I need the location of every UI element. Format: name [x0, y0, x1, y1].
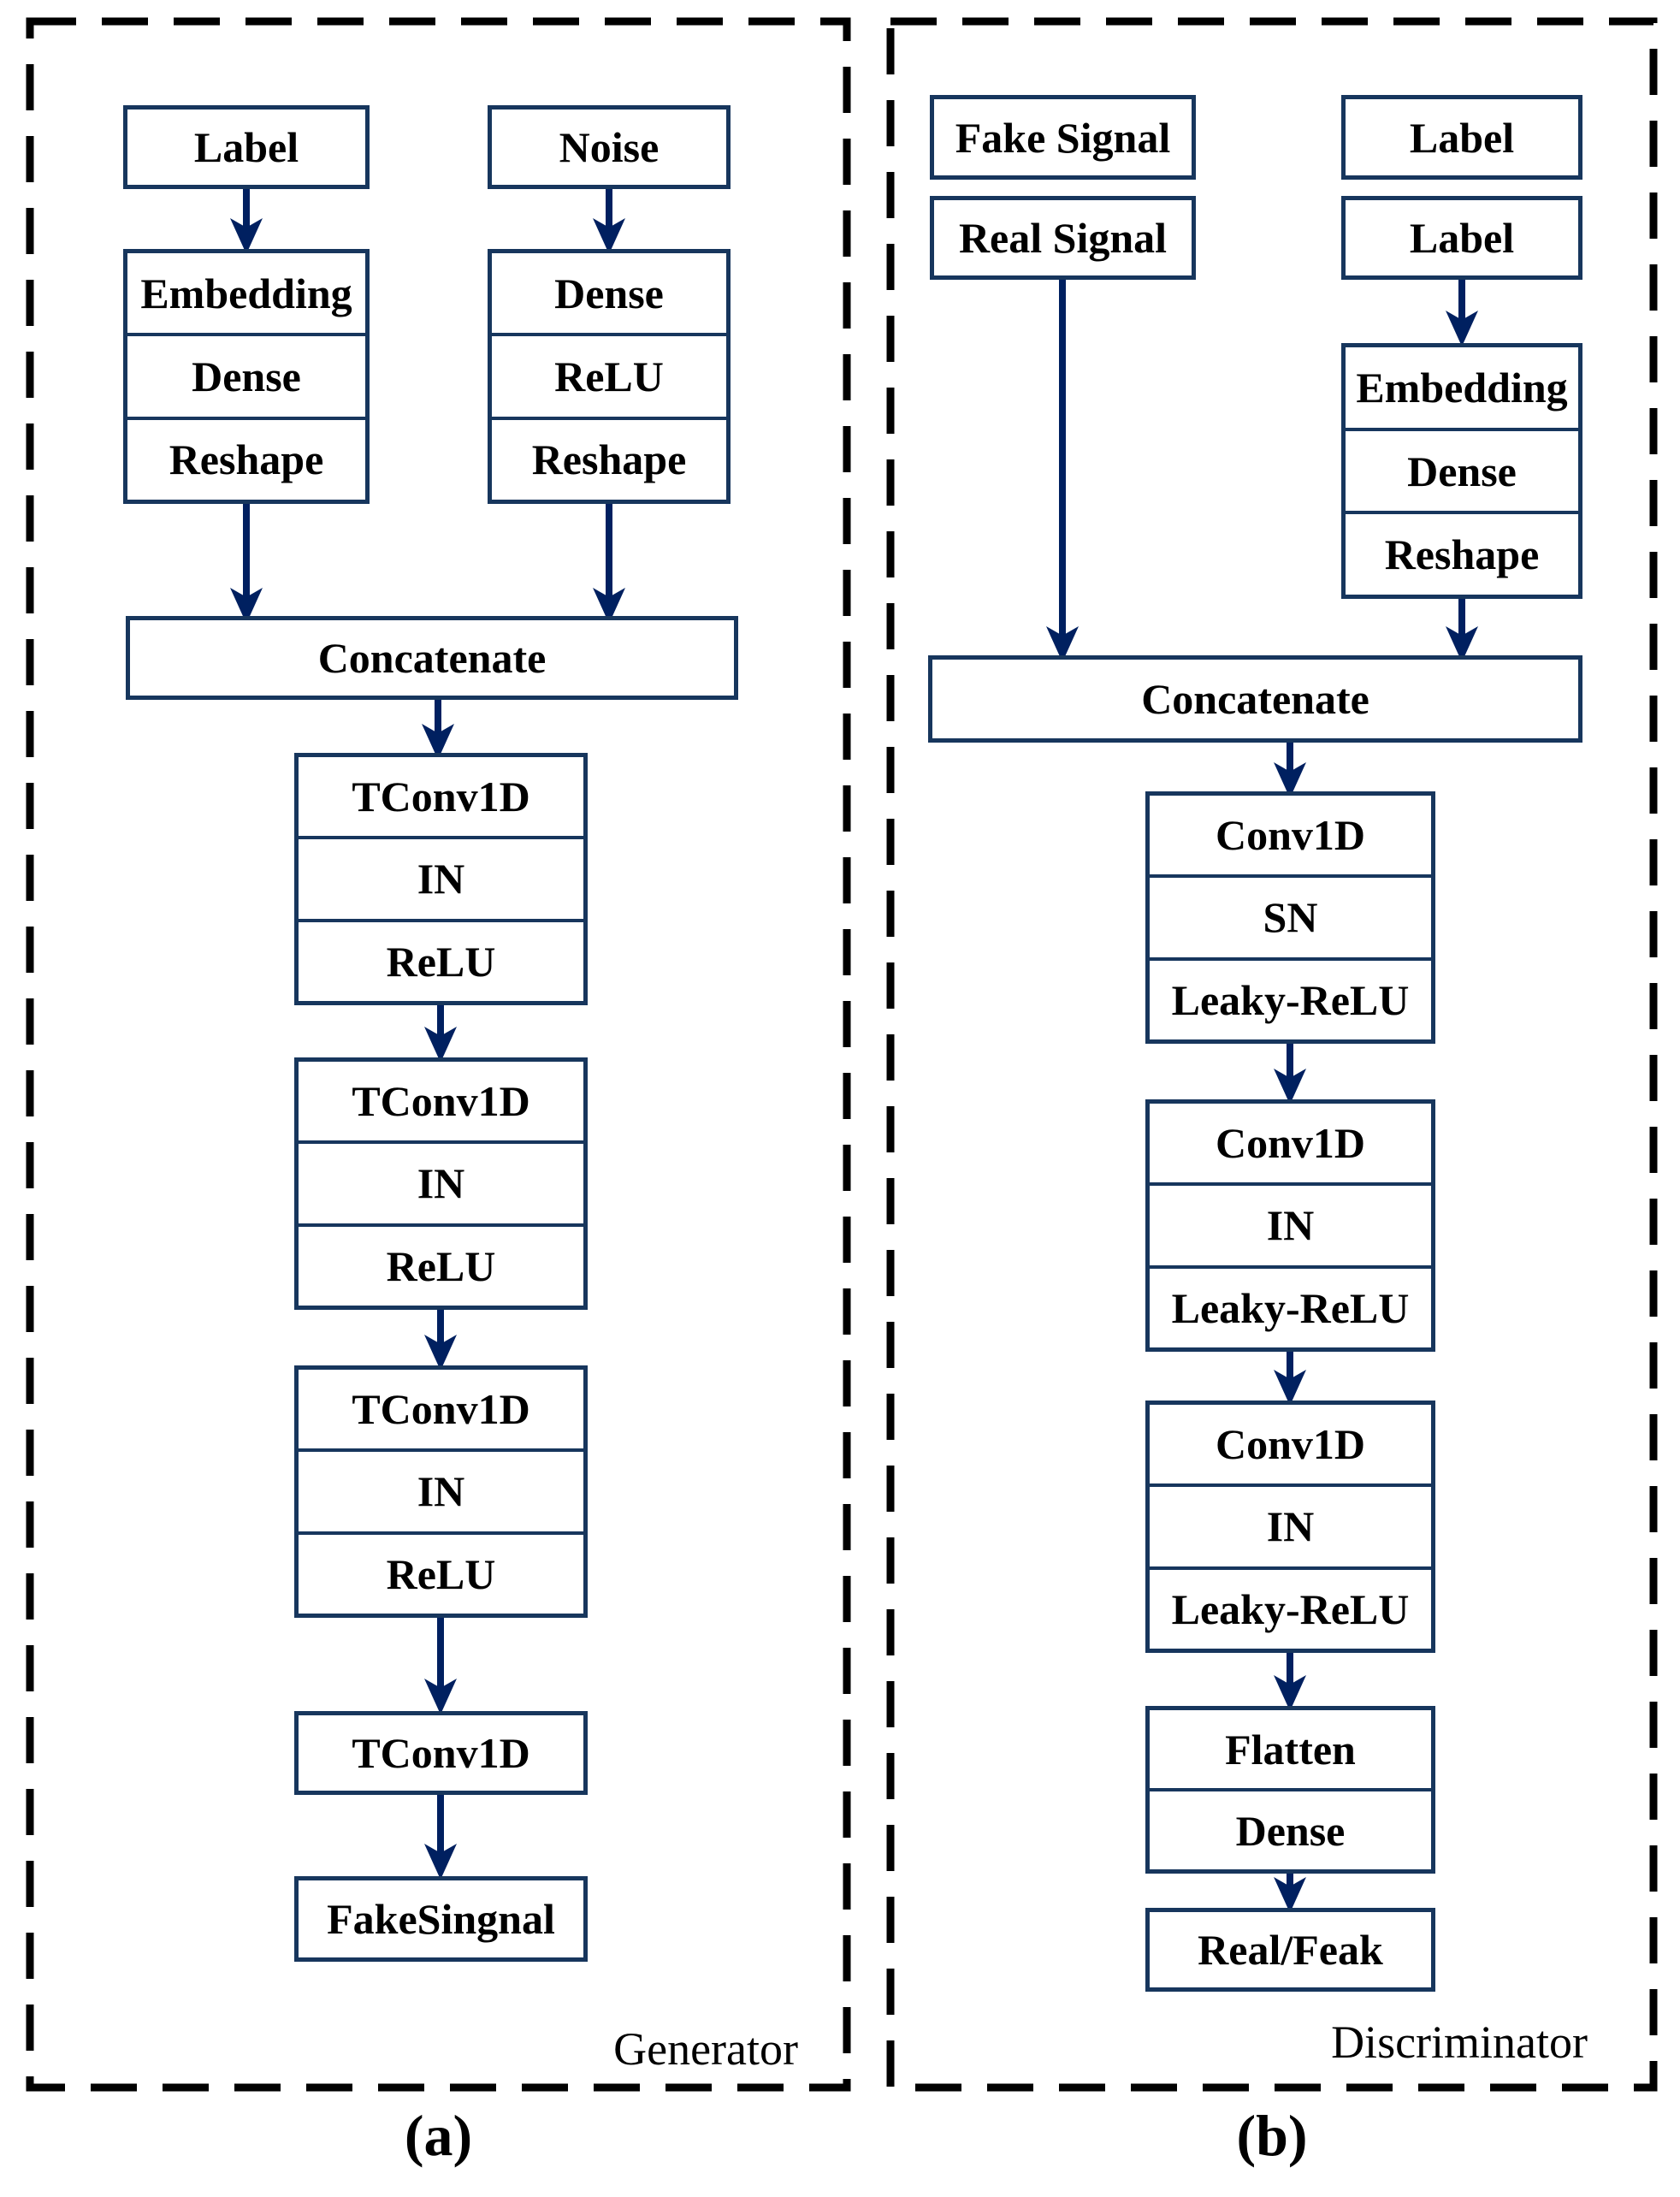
- discriminator-fake-signal-box: Fake Signal: [930, 95, 1196, 180]
- arrow-shaft: [435, 700, 441, 749]
- arrow-tconv-to-fake-signal: [424, 1795, 457, 1880]
- generator-block-2: TConv1D IN ReLU: [294, 1057, 588, 1310]
- layer-embedding: Embedding: [1356, 363, 1568, 412]
- arrow-shaft: [606, 504, 612, 613]
- layer-tconv1d: TConv1D: [352, 1385, 530, 1434]
- arrow-shaft: [437, 1618, 444, 1704]
- arrow-concatenate-to-block1-d: [1274, 743, 1306, 798]
- discriminator-output-box: Real/Feak: [1145, 1908, 1435, 1992]
- arrow-shaft: [1287, 1653, 1293, 1701]
- layer-reshape: Reshape: [492, 416, 726, 500]
- generator-block-1: TConv1D IN ReLU: [294, 753, 588, 1005]
- layer-relu: ReLU: [299, 1223, 583, 1306]
- arrow-block2-to-block3-d: [1274, 1352, 1306, 1406]
- arrow-reshape-to-concatenate-d: [1446, 599, 1478, 662]
- layer-leaky-relu: Leaky-ReLU: [1150, 1566, 1431, 1649]
- layer-in: IN: [299, 1448, 583, 1531]
- layer-tconv1d: TConv1D: [352, 1077, 530, 1126]
- generator-output-box: FakeSingnal: [294, 1876, 588, 1962]
- arrow-shaft: [437, 1795, 444, 1869]
- discriminator-head-stack: Flatten Dense: [1145, 1706, 1435, 1874]
- arrow-shaft: [1287, 743, 1293, 788]
- arrow-shaft: [1059, 280, 1066, 652]
- arrow-shaft: [437, 1005, 444, 1052]
- arrow-shaft: [1458, 599, 1465, 652]
- arrow-reshape-to-concatenate-right: [593, 504, 625, 624]
- caption-b: (b): [1236, 2103, 1308, 2168]
- layer-flatten: Flatten: [1225, 1725, 1356, 1774]
- layer-conv1d: Conv1D: [1215, 811, 1366, 860]
- layer-relu: ReLU: [299, 1531, 583, 1614]
- arrow-block2-to-block3: [424, 1310, 457, 1371]
- arrow-shaft: [437, 1310, 444, 1360]
- layer-dense: Dense: [1150, 1788, 1431, 1869]
- discriminator-corner-label: Discriminator: [1331, 2016, 1588, 2068]
- generator-corner-label: Generator: [613, 2023, 798, 2075]
- arrow-shaft: [243, 189, 250, 244]
- layer-relu: ReLU: [492, 333, 726, 416]
- layer-reshape: Reshape: [1346, 511, 1578, 595]
- layer-leaky-relu: Leaky-ReLU: [1150, 956, 1431, 1039]
- layer-in: IN: [1150, 1182, 1431, 1264]
- layer-dense: Dense: [127, 333, 365, 416]
- layer-embedding: Embedding: [140, 269, 352, 317]
- arrow-reshape-to-concatenate-left: [230, 504, 263, 624]
- generator-label-input-box: Label: [123, 105, 370, 189]
- arrow-label-to-embedding-d: [1446, 280, 1478, 346]
- layer-relu: ReLU: [299, 918, 583, 1001]
- generator-noise-branch-stack: Dense ReLU Reshape: [488, 249, 731, 504]
- layer-tconv1d: TConv1D: [352, 773, 530, 821]
- layer-dense: Dense: [554, 269, 664, 317]
- layer-leaky-relu: Leaky-ReLU: [1150, 1264, 1431, 1347]
- generator-label-branch-stack: Embedding Dense Reshape: [123, 249, 370, 504]
- arrow-concatenate-to-block1: [422, 700, 454, 760]
- arrow-block3-to-head: [1274, 1653, 1306, 1711]
- caption-a: (a): [404, 2103, 473, 2168]
- arrow-block1-to-block2-d: [1274, 1044, 1306, 1104]
- layer-in: IN: [299, 836, 583, 918]
- arrow-shaft: [1287, 1044, 1293, 1094]
- discriminator-panel-frame: [886, 17, 1658, 2092]
- arrow-block3-to-output-tconv: [424, 1618, 457, 1714]
- arrow-shaft: [606, 189, 612, 244]
- discriminator-block-3: Conv1D IN Leaky-ReLU: [1145, 1401, 1435, 1653]
- layer-in: IN: [299, 1140, 583, 1223]
- generator-concatenate-box: Concatenate: [126, 616, 738, 700]
- discriminator-block-2: Conv1D IN Leaky-ReLU: [1145, 1099, 1435, 1352]
- arrow-shaft: [1287, 1352, 1293, 1395]
- discriminator-real-signal-box: Real Signal: [930, 196, 1196, 280]
- discriminator-label-top-box: Label: [1341, 95, 1582, 180]
- generator-noise-input-box: Noise: [488, 105, 731, 189]
- discriminator-label-branch-stack: Embedding Dense Reshape: [1341, 343, 1582, 599]
- generator-output-tconv-box: TConv1D: [294, 1711, 588, 1795]
- discriminator-label-bottom-box: Label: [1341, 196, 1582, 280]
- arrow-head-to-output: [1274, 1874, 1306, 1913]
- arrow-shaft: [1458, 280, 1465, 336]
- layer-sn: SN: [1150, 874, 1431, 956]
- layer-in: IN: [1150, 1483, 1431, 1566]
- discriminator-block-1: Conv1D SN Leaky-ReLU: [1145, 791, 1435, 1044]
- arrow-real-signal-to-concatenate: [1046, 280, 1079, 662]
- layer-conv1d: Conv1D: [1215, 1420, 1366, 1469]
- layer-reshape: Reshape: [127, 416, 365, 500]
- arrow-shaft: [243, 504, 250, 613]
- layer-dense: Dense: [1346, 427, 1578, 512]
- discriminator-concatenate-box: Concatenate: [928, 655, 1582, 743]
- layer-conv1d: Conv1D: [1215, 1119, 1366, 1168]
- arrow-label-to-embedding: [230, 189, 263, 254]
- arrow-noise-to-dense: [593, 189, 625, 254]
- generator-block-3: TConv1D IN ReLU: [294, 1365, 588, 1618]
- arrow-block1-to-block2: [424, 1005, 457, 1063]
